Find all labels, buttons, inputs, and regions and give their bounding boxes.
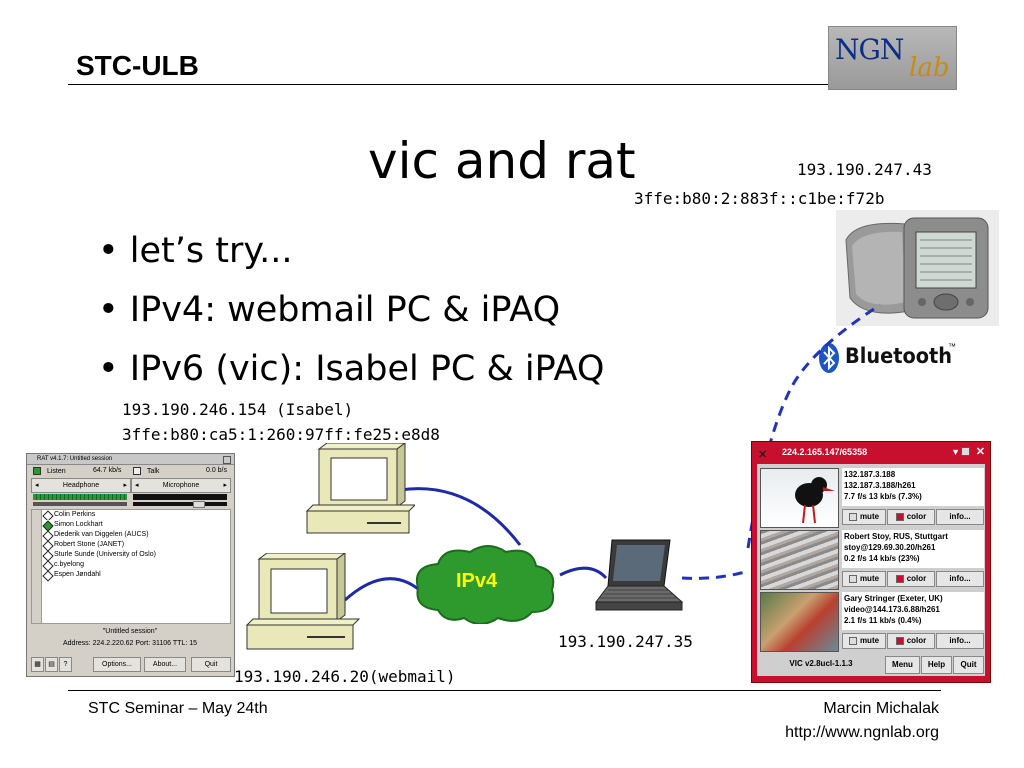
minimize-icon[interactable]: ▼ [951, 447, 960, 457]
bullet-item: • let’s try... [98, 231, 293, 271]
list-item[interactable]: Colin Perkins [32, 510, 230, 522]
webmail-pc-icon [245, 553, 360, 650]
bullet-item: • IPv6 (vic): Isabel PC & iPAQ [98, 349, 605, 389]
header-title: STC-ULB [76, 50, 199, 81]
mute-button[interactable]: mute [842, 633, 886, 649]
webmail-suffix: (webmail) [368, 667, 456, 686]
rat-about-button[interactable]: About... [144, 657, 186, 672]
webmail-ip-label: 193.190.246.20(webmail) [234, 667, 456, 686]
slide-heading: vic and rat [368, 132, 636, 190]
session-name: "Untitled session" [102, 628, 158, 635]
output-level-meter [33, 494, 127, 500]
laptop-icon [595, 539, 684, 611]
list-item[interactable]: Sturle Sunde (University of Oslo) [32, 550, 230, 562]
cloud-label: IPv4 [456, 570, 498, 592]
vic-menu-button[interactable]: Menu [885, 656, 920, 674]
close-icon[interactable]: ✕ [975, 446, 985, 458]
isabel-pc-icon [305, 443, 415, 534]
header-rule [68, 84, 828, 85]
rat-titlebar[interactable]: RAT v4.1.7: Untitled session [27, 454, 234, 465]
vic-help-button[interactable]: Help [921, 656, 952, 674]
rat-title: RAT v4.1.7: Untitled session [37, 456, 113, 462]
color-button[interactable]: color [887, 509, 935, 525]
bluetooth-icon [819, 343, 839, 373]
list-scrollbar[interactable] [32, 510, 42, 623]
laptop-ip-label: 193.190.247.35 [558, 632, 693, 651]
stream-thumbnail[interactable] [760, 592, 839, 652]
talk-indicator-icon[interactable] [133, 467, 141, 475]
listen-indicator-icon[interactable] [33, 467, 41, 475]
ipaq-ipv4-label: 193.190.247.43 [797, 160, 932, 179]
stream-info: Gary Stringer (Exeter, UK)video@144.173.… [842, 592, 984, 630]
webmail-ip: 193.190.246.20 [234, 667, 369, 686]
list-item[interactable]: Simon Lockhart [32, 520, 230, 532]
mute-button[interactable]: mute [842, 509, 886, 525]
vic-quit-button[interactable]: Quit [953, 656, 984, 674]
info-button[interactable]: info... [936, 633, 984, 649]
logo-text-ngn: NGN [835, 33, 904, 66]
rat-listen-row: Listen 64.7 kb/s [33, 467, 121, 475]
rat-talk-row: Talk 0.0 b/s [133, 467, 229, 475]
input-volume-slider[interactable] [133, 501, 227, 508]
bullet-list: • let’s try... • IPv4: webmail PC & iPAQ… [98, 222, 604, 399]
talk-label: Talk [146, 467, 160, 475]
list-item[interactable]: c.byelong [32, 560, 230, 572]
footer-author: Marcin Michalak [823, 700, 939, 717]
input-device-selector[interactable]: ◂ Microphone ▸ [131, 478, 231, 493]
footer-left: STC Seminar – May 24th [88, 700, 268, 717]
stream-thumbnail[interactable] [760, 468, 839, 528]
ipaq-ipv6-label: 3ffe:b80:2:883f::c1be:f72b [634, 189, 885, 208]
maximize-icon[interactable] [961, 447, 970, 456]
logo-text-lab: lab [909, 53, 950, 83]
input-level-meter [133, 494, 227, 500]
isabel-ipv4-label: 193.190.246.154 (Isabel) [122, 400, 354, 419]
ngnlab-logo: NGN lab [828, 26, 957, 90]
info-button[interactable]: info... [936, 571, 984, 587]
vic-version: VIC v2.8ucl-1.1.3 [789, 659, 853, 668]
output-volume-slider[interactable] [33, 502, 127, 506]
session-address: Address: 224.2.220.62 Port: 31106 TTL: 1… [63, 640, 197, 647]
list-item[interactable]: Robert Stone (JANET) [32, 540, 230, 552]
talk-rate: 0.0 b/s [205, 467, 227, 474]
color-button[interactable]: color [887, 633, 935, 649]
rat-options-button[interactable]: Options... [93, 657, 141, 672]
stream-thumbnail[interactable] [760, 530, 839, 590]
list-item[interactable]: Diederik van Diggelen (AUCS) [32, 530, 230, 542]
isabel-ipv6-label: 3ffe:b80:ca5:1:260:97ff:fe25:e8d8 [122, 425, 440, 444]
vic-title: 224.2.165.147/65358 [782, 447, 868, 457]
rat-icon-button-1[interactable]: ▦ [31, 657, 44, 672]
listen-label: Listen [46, 467, 66, 475]
rat-help-icon[interactable]: ? [59, 657, 72, 672]
mute-button[interactable]: mute [842, 571, 886, 587]
vic-app-icon: ✕ [758, 449, 768, 461]
list-item[interactable]: Espen Jøndahl [32, 570, 230, 582]
bullet-item: • IPv4: webmail PC & iPAQ [98, 290, 561, 330]
footer-url: http://www.ngnlab.org [785, 724, 939, 741]
vic-titlebar[interactable]: ✕ 224.2.165.147/65358 ▼ ✕ [752, 442, 990, 462]
ipv4-cloud: IPv4 [408, 540, 560, 624]
left-arrow-icon[interactable]: ◂ [35, 482, 39, 489]
participant-list[interactable]: Colin Perkins Simon Lockhart Diederik va… [31, 509, 231, 624]
bluetooth-label: Bluetooth [845, 344, 952, 368]
info-button[interactable]: info... [936, 509, 984, 525]
listen-rate: 64.7 kb/s [93, 467, 122, 474]
rat-icon-button-2[interactable]: ▤ [45, 657, 58, 672]
cloud-shape [416, 545, 555, 624]
bird-image [795, 477, 835, 524]
rat-window: RAT v4.1.7: Untitled session Listen 64.7… [26, 453, 235, 677]
rat-close-icon[interactable] [223, 456, 231, 464]
output-device-selector[interactable]: ◂ Headphone ▸ [31, 478, 131, 493]
right-arrow-icon[interactable]: ▸ [223, 482, 227, 489]
ipaq-device-image [836, 210, 999, 326]
rat-quit-button[interactable]: Quit [191, 657, 231, 672]
left-arrow-icon[interactable]: ◂ [135, 482, 139, 489]
footer-rule [68, 690, 941, 691]
right-arrow-icon[interactable]: ▸ [123, 482, 127, 489]
color-button[interactable]: color [887, 571, 935, 587]
bluetooth-trademark: ™ [948, 342, 956, 351]
